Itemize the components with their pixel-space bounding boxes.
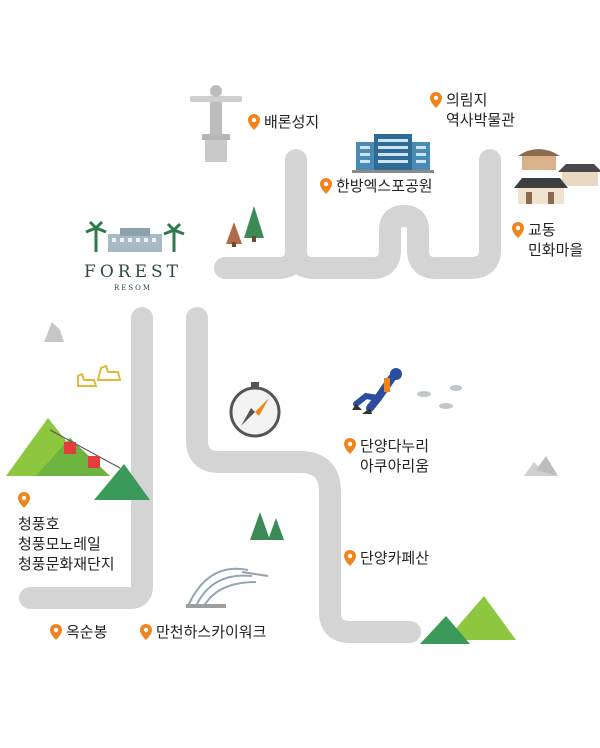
place-label: 청풍문화재단지 [18, 555, 115, 573]
map-pin-icon[interactable] [248, 114, 260, 130]
place-hanbang[interactable]: 한방엑스포공원 [336, 176, 433, 196]
compass-icon [229, 382, 281, 438]
rock-icon [44, 322, 64, 342]
map-pin-icon[interactable] [50, 624, 62, 640]
road-network [19, 149, 501, 643]
place-cheongpung[interactable]: 청풍호 청풍모노레일 청풍문화재단지 [18, 514, 115, 574]
rock-icon [524, 456, 558, 476]
road-middle [186, 307, 421, 643]
place-label: 아쿠아리움 [360, 457, 430, 475]
place-aquarium[interactable]: 단양다누리 아쿠아리움 [360, 436, 429, 476]
place-danyang-cafe[interactable]: 단양카페산 [360, 548, 429, 568]
duck-boat-icon [77, 364, 122, 387]
place-label: 단양카페산 [360, 549, 430, 567]
road-top [214, 149, 501, 279]
place-label: 청풍모노레일 [18, 535, 101, 553]
place-label: 의림지 [446, 91, 488, 109]
map-pins [18, 92, 524, 640]
map-pin-icon[interactable] [140, 624, 152, 640]
map-pin-icon[interactable] [344, 550, 356, 566]
fish-icon [417, 385, 462, 409]
road-left [19, 307, 153, 609]
mountain-icon [6, 418, 150, 500]
place-label: 청풍호 [18, 515, 60, 533]
place-label: 단양다누리 [360, 437, 430, 455]
resort-logo: FOREST RESOM [78, 256, 188, 292]
tree-icon [250, 512, 284, 540]
statue-icon [190, 85, 242, 162]
place-eurimji[interactable]: 의림지 역사박물관 [446, 90, 515, 130]
tree-icon [226, 206, 264, 247]
place-label: 교동 [528, 221, 556, 239]
map-pin-icon[interactable] [430, 92, 442, 108]
place-label: 역사박물관 [446, 111, 516, 129]
place-label: 민화마을 [528, 241, 584, 259]
place-label: 배론성지 [264, 113, 320, 131]
diver-icon [352, 368, 402, 414]
place-skywalk[interactable]: 만천하스카이워크 [156, 622, 266, 642]
map-pin-icon[interactable] [320, 178, 332, 194]
place-label: 옥순봉 [66, 623, 108, 641]
place-baeron[interactable]: 배론성지 [264, 112, 319, 132]
map-pin-icon[interactable] [512, 222, 524, 238]
map-pin-icon[interactable] [18, 492, 30, 508]
logo-sub: RESOM [113, 284, 153, 292]
place-label: 한방엑스포공원 [336, 177, 433, 195]
skywalk-icon [186, 567, 269, 608]
map-pin-icon[interactable] [344, 438, 356, 454]
expo-building-icon [352, 134, 434, 173]
resort-building-icon [85, 220, 185, 252]
cable-car-icon [49, 429, 121, 469]
hanok-icon [514, 149, 600, 204]
place-oksunbong[interactable]: 옥순봉 [66, 622, 107, 642]
mountain-icon [420, 596, 516, 644]
place-gyodong[interactable]: 교동 민화마을 [528, 220, 583, 260]
logo-name: FOREST [84, 262, 182, 282]
place-label: 만천하스카이워크 [156, 623, 267, 641]
